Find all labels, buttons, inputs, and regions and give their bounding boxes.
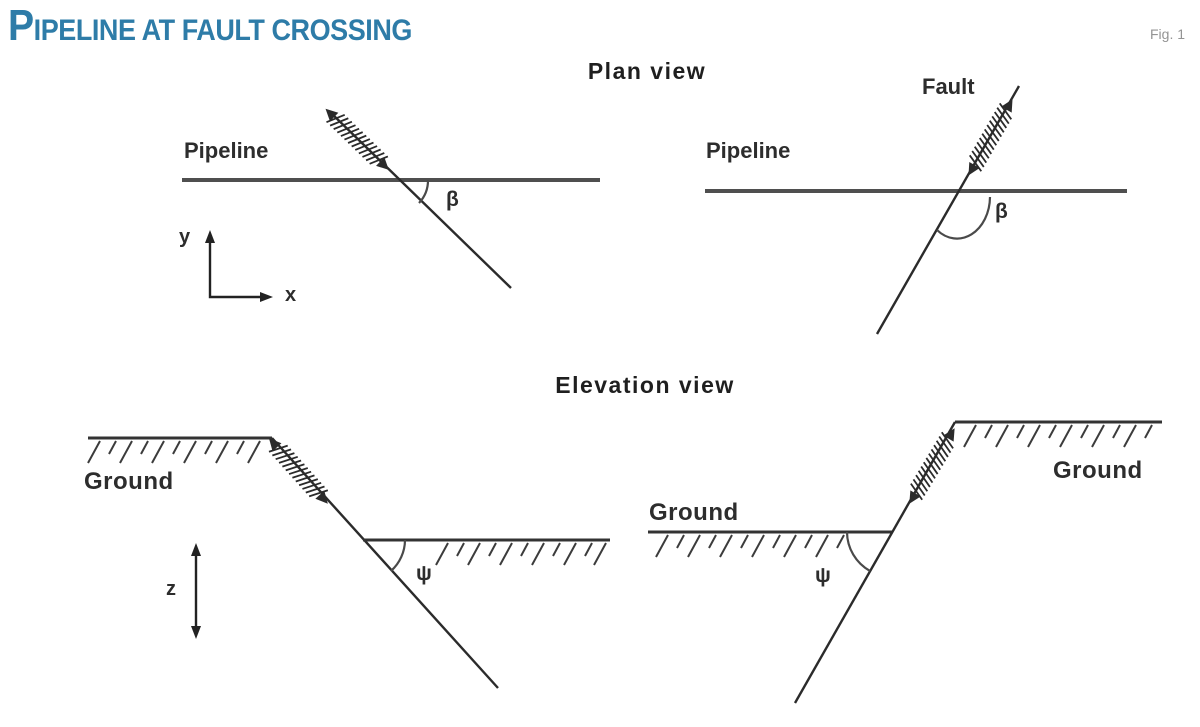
angle-beta-arc [418,179,430,204]
z-axis-label: z [166,578,176,600]
fault-hatch-band [900,422,964,510]
pipeline-label-plan-right: Pipeline [706,138,791,163]
y-axis-label: y [179,226,191,248]
z-down-arrowhead-icon [191,626,201,639]
fault-hatch-band [318,101,396,178]
elevation-right-diagram [648,420,1162,704]
ground-hatching-lower [435,542,607,566]
ground-hatching-upper [963,424,1153,448]
x-axis-arrowhead-icon [260,292,273,302]
angle-psi-arc [390,539,407,572]
y-axis-arrowhead-icon [205,230,215,243]
angle-beta-arc [936,196,992,240]
ground-label-elev-right-upper: Ground [1053,457,1143,484]
ground-hatching-upper [87,440,261,464]
figure-number: Fig. 1 [1150,26,1186,42]
angle-beta-label-plan-right: β [995,200,1008,223]
fault-hatch-band [959,93,1022,181]
xy-axes-lines [208,240,263,299]
fault-hatch-band [261,431,336,511]
x-axis-label: x [285,284,297,306]
ground-hatching-lower [655,534,845,558]
elevation-view-heading: Elevation view [555,372,735,398]
angle-psi-arc [845,531,871,572]
fault-label: Fault [922,74,975,99]
ground-label-elev-left: Ground [84,468,174,495]
ground-label-elev-right-lower: Ground [649,499,739,526]
plan-left-diagram [182,101,600,302]
page-title: PIPELINE AT FAULT CROSSING [8,2,412,50]
angle-psi-label-elev-left: ψ [416,562,432,585]
plan-view-heading: Plan view [587,58,707,84]
angle-psi-label-elev-right: ψ [815,564,831,587]
plan-right-diagram [705,85,1127,335]
elevation-left-diagram [87,431,610,689]
fault-line [271,437,499,689]
pipeline-label-plan-left: Pipeline [184,138,269,163]
angle-beta-label-plan-left: β [446,188,459,211]
z-up-arrowhead-icon [191,543,201,556]
